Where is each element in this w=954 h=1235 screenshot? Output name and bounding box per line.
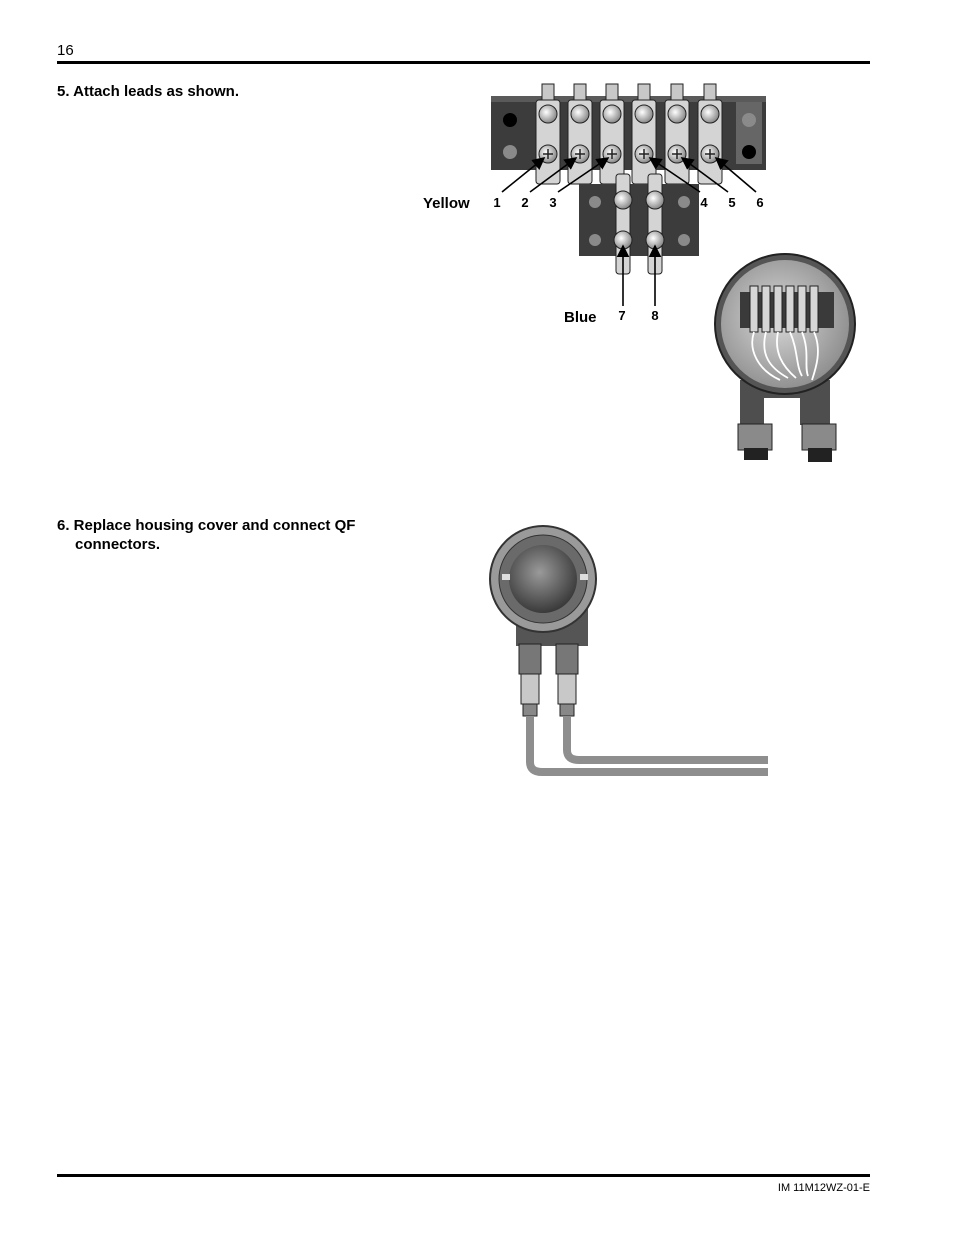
terminal-1 xyxy=(535,83,561,185)
housing-cover xyxy=(489,525,597,646)
leader-arrows xyxy=(501,156,757,306)
step-5-instruction: 5. Attach leads as shown. xyxy=(57,83,239,100)
qf-connector-left xyxy=(518,643,542,717)
terminal-wiring-figure: Yellow Blue 1 2 3 4 5 6 7 8 xyxy=(418,80,870,472)
terminal-number-6: 6 xyxy=(756,195,763,210)
qf-connector-right xyxy=(555,643,579,717)
step-6-line-2: connectors. xyxy=(75,536,161,553)
upper-terminal-block xyxy=(491,83,766,185)
qf-cables xyxy=(526,716,768,776)
housing-interior-inset xyxy=(714,253,856,462)
blue-lead-label: Blue xyxy=(564,309,597,326)
header-rule xyxy=(57,61,870,64)
terminal-number-1: 1 xyxy=(493,195,500,210)
terminal-number-3: 3 xyxy=(549,195,556,210)
yellow-lead-label: Yellow xyxy=(423,195,470,212)
terminal-number-5: 5 xyxy=(728,195,735,210)
step-6-line-1: 6. Replace housing cover and connect QF xyxy=(57,517,356,534)
footer-rule xyxy=(57,1174,870,1177)
lower-terminal-block xyxy=(579,173,699,275)
terminal-number-7: 7 xyxy=(618,308,625,323)
terminal-number-4: 4 xyxy=(700,195,708,210)
step-6-instruction: 6. Replace housing cover and connect QF … xyxy=(57,516,387,554)
page-number: 16 xyxy=(57,42,74,59)
housing-cover-qf-connectors-figure xyxy=(486,524,776,784)
terminal-number-8: 8 xyxy=(651,308,658,323)
terminal-6 xyxy=(697,83,723,185)
document-id: IM 11M12WZ-01-E xyxy=(777,1182,870,1194)
terminal-number-2: 2 xyxy=(521,195,528,210)
